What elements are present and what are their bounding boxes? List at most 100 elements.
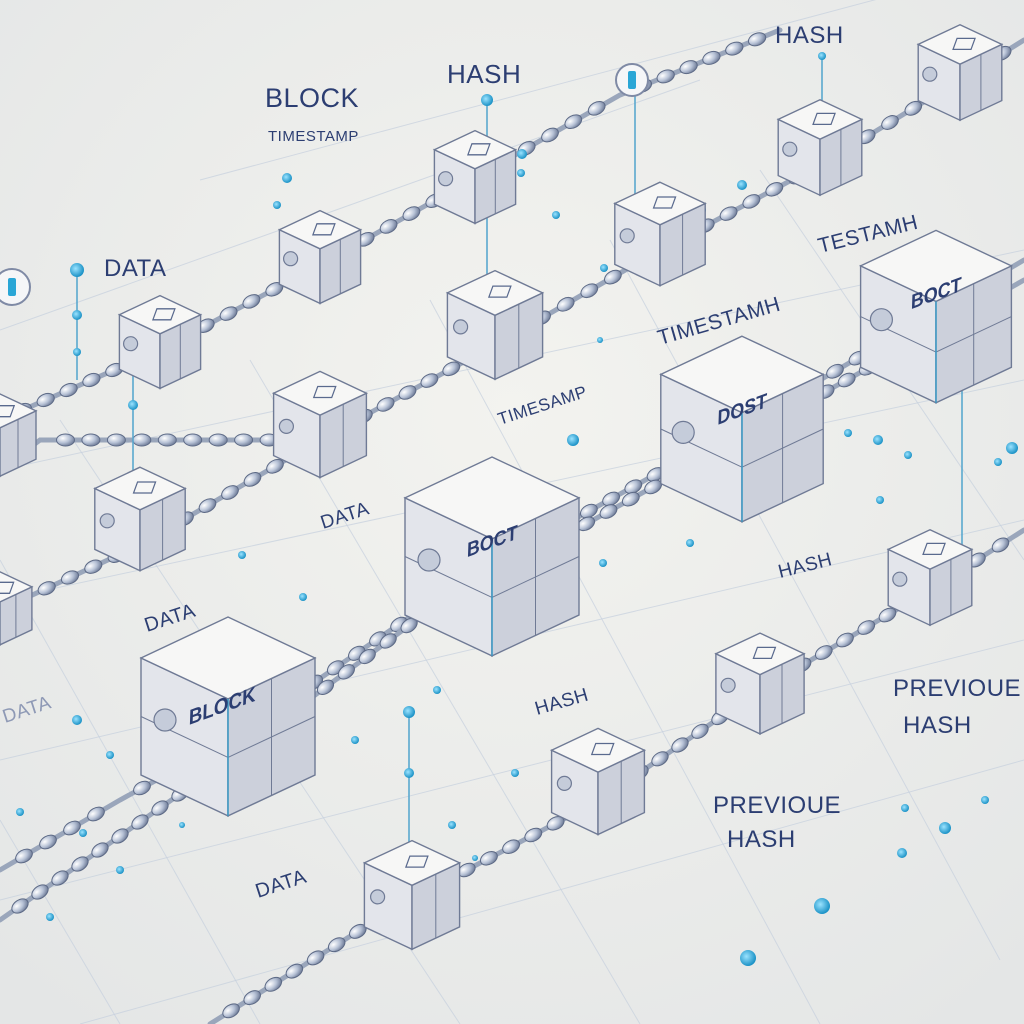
cube-top-face [93,466,187,511]
chain-link [624,479,643,495]
accent-dot [901,804,909,812]
chain-link [442,361,461,377]
chain-link [306,950,325,966]
cube-port [556,775,573,792]
block-cube [613,181,707,287]
accent-dot [876,496,884,504]
chain-link [725,41,744,56]
cube-chip-icon [812,112,836,126]
block-cube [93,466,187,572]
chain-link [702,50,721,65]
accent-dot [686,539,694,547]
grid-line [199,0,877,181]
accent-dot [73,348,81,356]
chain-link [243,472,262,487]
accent-dot [1006,442,1018,454]
accent-dot [72,310,82,320]
chain-link [376,397,395,412]
chain-link [878,607,897,623]
cube-chip-icon [132,481,157,494]
grid-line [0,639,1024,901]
accent-dot [873,435,883,445]
chain-link [651,751,669,767]
cube-chip-icon [590,742,615,756]
chain-link [671,737,689,753]
accent-dot [737,180,747,190]
cube-top-face [613,181,707,226]
big-block-cube [139,616,317,818]
block-cube [432,129,518,225]
block-cube [549,727,647,836]
accent-dot [517,149,527,159]
chain-link [151,800,169,816]
chain-link [31,884,49,900]
accent-dot [79,829,87,837]
accent-dot [448,821,456,829]
label-timestamp-top: TIMESTAMP [268,128,359,145]
label-hash-top-right: HASH [775,22,844,49]
cube-port [869,308,894,332]
cube-port [619,228,635,244]
chain-link [719,206,738,221]
chain-link [587,100,606,116]
big-block-cube [403,456,581,658]
cube-chip-icon [312,385,337,399]
cube-top-face [714,632,806,676]
cube-top-face [776,99,864,140]
accent-dot [939,822,951,834]
label-block: BLOCK [265,83,359,113]
chain-link [63,820,81,836]
cube-port [922,66,938,82]
accent-dot [273,201,281,209]
grid-line [79,759,1024,1024]
block-cube [0,571,34,646]
accent-dot [351,736,359,744]
chain-link [836,632,854,648]
chain-link [747,32,767,47]
chain-link [556,296,575,312]
accent-dot [994,458,1002,466]
chain-link [60,570,80,585]
chain-link [59,382,78,398]
chain-link [111,828,129,844]
chain-link [15,848,33,864]
label-previous-hash-right-2: HASH [903,712,972,739]
chain-link [546,816,565,831]
chain-link [857,620,876,635]
block-cube [362,839,462,951]
cube-top-face [277,209,363,250]
accent-dot [282,173,292,183]
accent-dot [72,715,82,725]
chain-link [814,645,833,660]
chain-link [157,433,177,447]
accent-dot [179,822,185,828]
cube-port [153,708,177,732]
chain-link [56,433,75,447]
grid-line [0,79,701,331]
cube-port [782,141,798,157]
cube-chip-icon [487,285,512,298]
chain-link [580,503,598,519]
chain-link [71,856,89,872]
accent-dot [740,950,756,966]
chain-link [580,283,599,299]
chain-link [837,372,856,388]
block-cube [776,99,864,197]
chain-link [208,433,228,447]
cube-port [417,548,441,572]
accent-dot [517,169,525,177]
chain-link [131,814,149,830]
cube-top-face [432,129,518,170]
chain-link [602,491,620,507]
chain-link [479,851,498,866]
accent-dot [403,706,415,718]
chain-link [36,392,55,408]
pin-icon [615,63,649,97]
accent-dot [567,434,579,446]
chain-link [132,433,152,447]
block-cube [714,632,806,736]
cube-port [671,420,695,444]
chain-link [524,827,543,843]
grid-line [609,239,1001,961]
